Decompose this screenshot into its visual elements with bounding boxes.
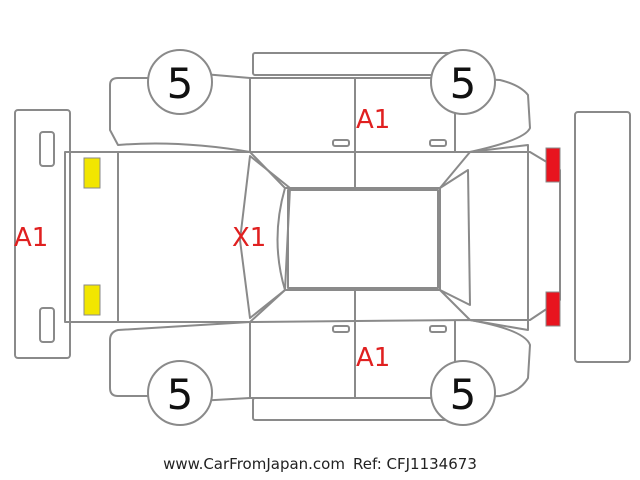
- car-body-outline: [64, 151, 561, 323]
- front-bumper: [574, 111, 631, 363]
- rear-light-top: [83, 157, 101, 189]
- watermark-footer: www.CarFromJapan.com Ref: CFJ1134673: [0, 455, 640, 473]
- hood: [469, 144, 529, 331]
- wheel-rear-right: [147, 360, 213, 426]
- tire-rear-right-value: 5: [167, 370, 194, 419]
- front-light-top: [545, 147, 561, 183]
- rear-window: [239, 155, 291, 319]
- bottom-side-panel: [109, 319, 531, 404]
- tire-front-right-value: 5: [450, 370, 477, 419]
- grade-roof: X1: [232, 223, 266, 253]
- wheel-front-left: [430, 49, 496, 115]
- rear-light-bottom: [83, 284, 101, 316]
- rear-bumper-slot-bottom: [39, 307, 55, 343]
- roof-panel: [287, 189, 439, 289]
- tire-rear-left-value: 5: [167, 59, 194, 108]
- rear-bumper-slot-top: [39, 131, 55, 167]
- grade-rear-bumper: A1: [14, 223, 48, 253]
- wheel-front-right: [430, 360, 496, 426]
- front-light-bottom: [545, 291, 561, 327]
- windshield: [439, 169, 471, 306]
- footer-ref: Ref: CFJ1134673: [352, 455, 477, 473]
- wheel-rear-left: [147, 49, 213, 115]
- footer-site: www.CarFromJapan.com: [163, 455, 345, 473]
- rear-bumper: [14, 109, 71, 359]
- top-side-panel: [109, 70, 531, 153]
- top-side-skirt: [252, 52, 454, 76]
- bottom-side-skirt: [252, 397, 454, 421]
- grade-right-side: A1: [356, 343, 390, 373]
- tire-front-left-value: 5: [450, 59, 477, 108]
- grade-left-side: A1: [356, 105, 390, 135]
